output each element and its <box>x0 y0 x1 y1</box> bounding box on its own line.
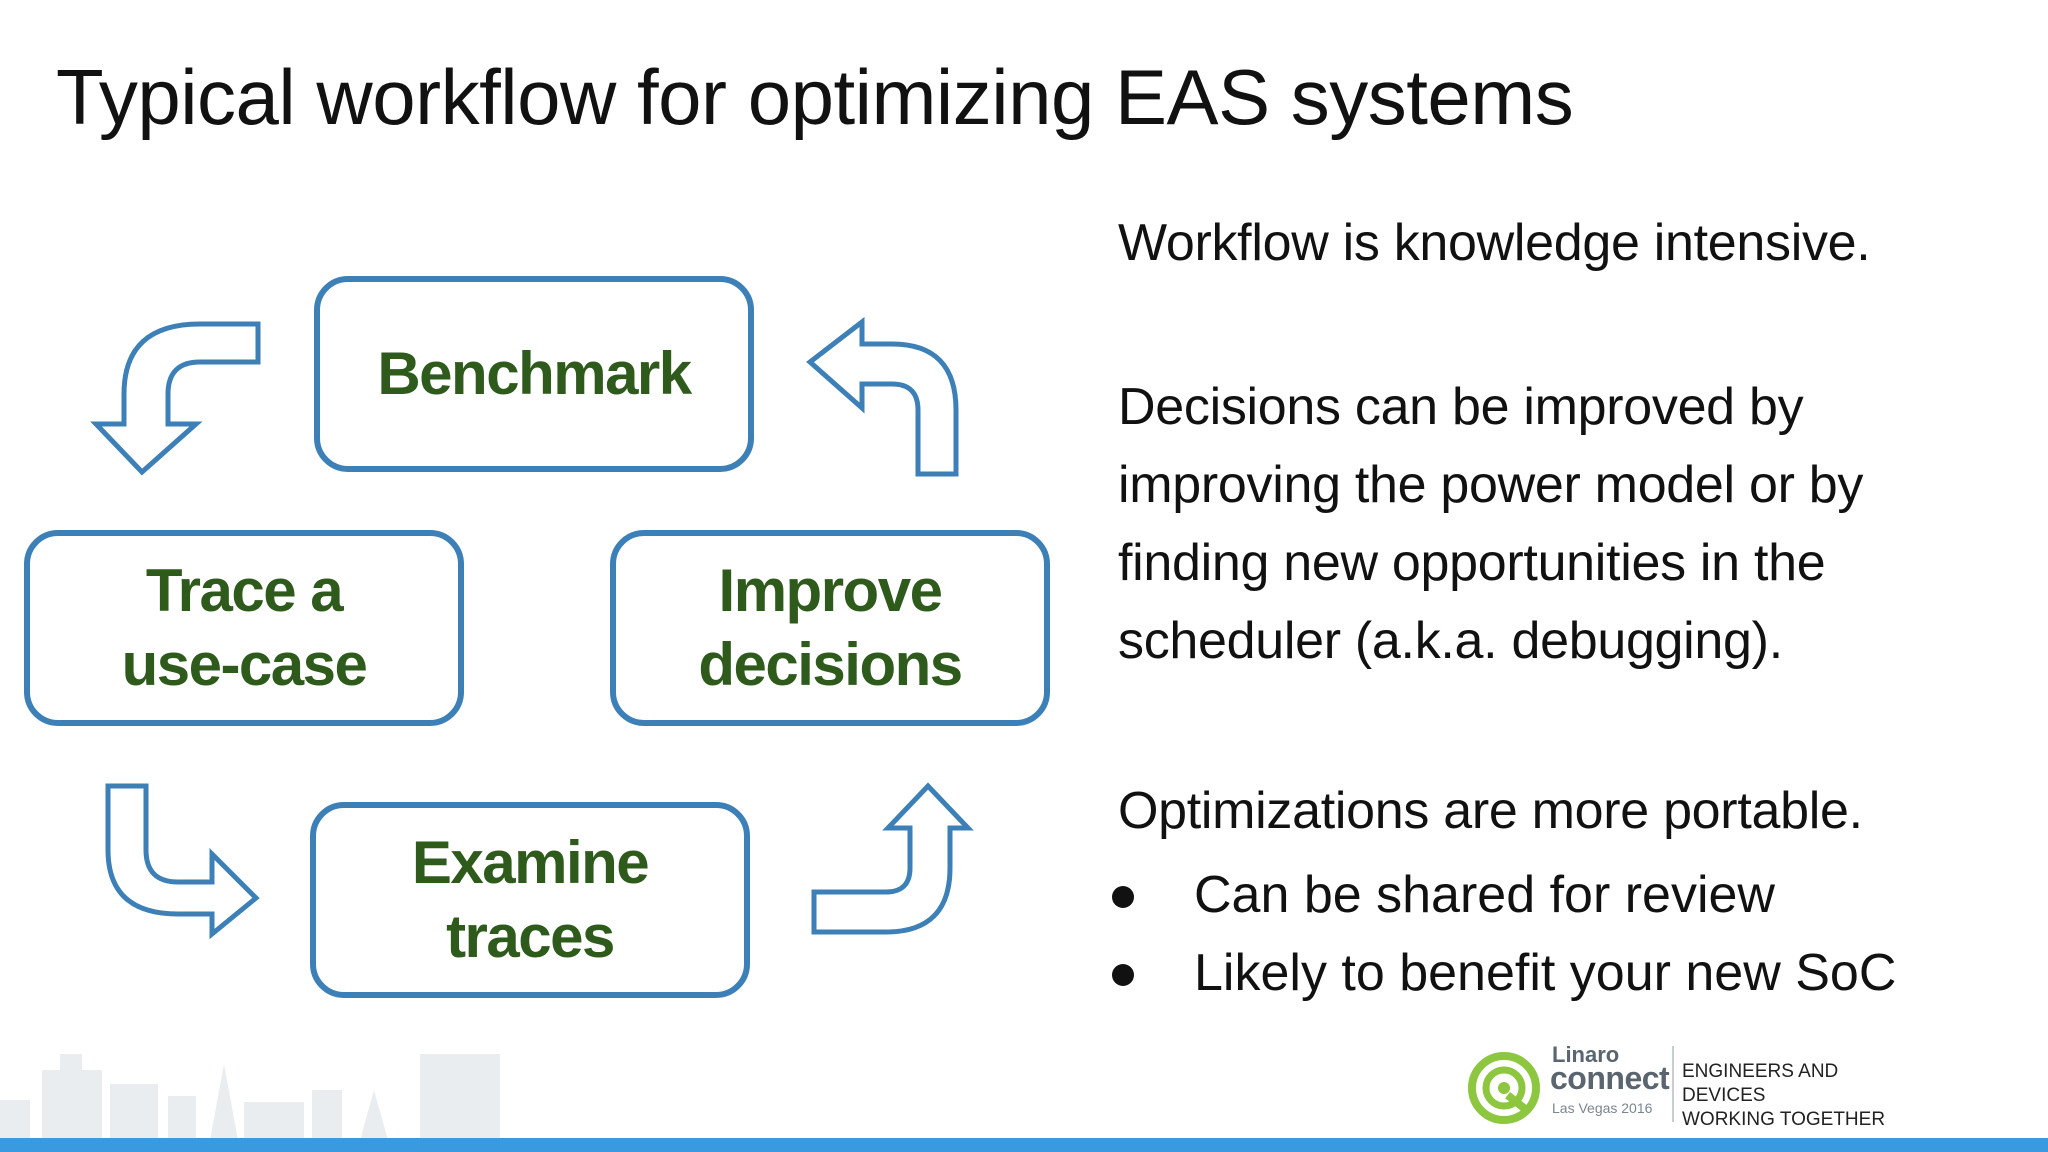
arrow-examine-to-improve-icon <box>811 782 974 935</box>
arrow-trace-to-examine-icon <box>105 783 260 940</box>
workflow-note: Workflow is knowledge intensive. <box>1118 214 1871 272</box>
benchmark-box: Benchmark <box>314 276 754 472</box>
logo-product: connect <box>1550 1060 1670 1096</box>
list-item: Can be shared for review <box>1108 856 1896 934</box>
benefits-list: Can be shared for review Likely to benef… <box>1108 856 1896 1012</box>
arrow-benchmark-to-trace-icon <box>90 321 261 476</box>
improve-decisions-label: Improve decisions <box>698 557 963 698</box>
logo-brand: Linaro <box>1552 1042 1620 1067</box>
optimizations-note: Optimizations are more portable. <box>1118 782 1863 840</box>
logo-tagline: ENGINEERS AND DEVICES WORKING TOGETHER <box>1682 1061 1886 1130</box>
improve-decisions-box: Improve decisions <box>610 530 1050 726</box>
examine-traces-box: Examine traces <box>310 802 750 998</box>
bullet-dot-icon <box>1112 964 1134 986</box>
bullet-text: Can be shared for review <box>1194 866 1775 924</box>
logo-divider <box>1672 1046 1674 1122</box>
decisions-note: Decisions can be improved by improving t… <box>1118 378 1864 670</box>
logo-event: Las Vegas 2016 <box>1552 1100 1653 1116</box>
examine-traces-label: Examine traces <box>411 829 650 970</box>
city-skyline-image <box>0 1054 500 1140</box>
bottom-accent-bar <box>0 1138 2048 1152</box>
trace-use-case-label: Trace a use-case <box>121 557 368 698</box>
bullet-dot-icon <box>1112 886 1134 908</box>
linaro-connect-logo: Linaro connect Las Vegas 2016 ENGINEERS … <box>1466 1042 1926 1130</box>
trace-use-case-box: Trace a use-case <box>24 530 464 726</box>
benchmark-label: Benchmark <box>377 340 692 407</box>
bullet-text: Likely to benefit your new SoC <box>1194 944 1897 1002</box>
list-item: Likely to benefit your new SoC <box>1108 934 1896 1012</box>
arrow-improve-to-benchmark-icon <box>806 316 959 477</box>
linaro-logo-icon <box>1468 1052 1540 1124</box>
slide-title: Typical workflow for optimizing EAS syst… <box>56 53 1574 141</box>
